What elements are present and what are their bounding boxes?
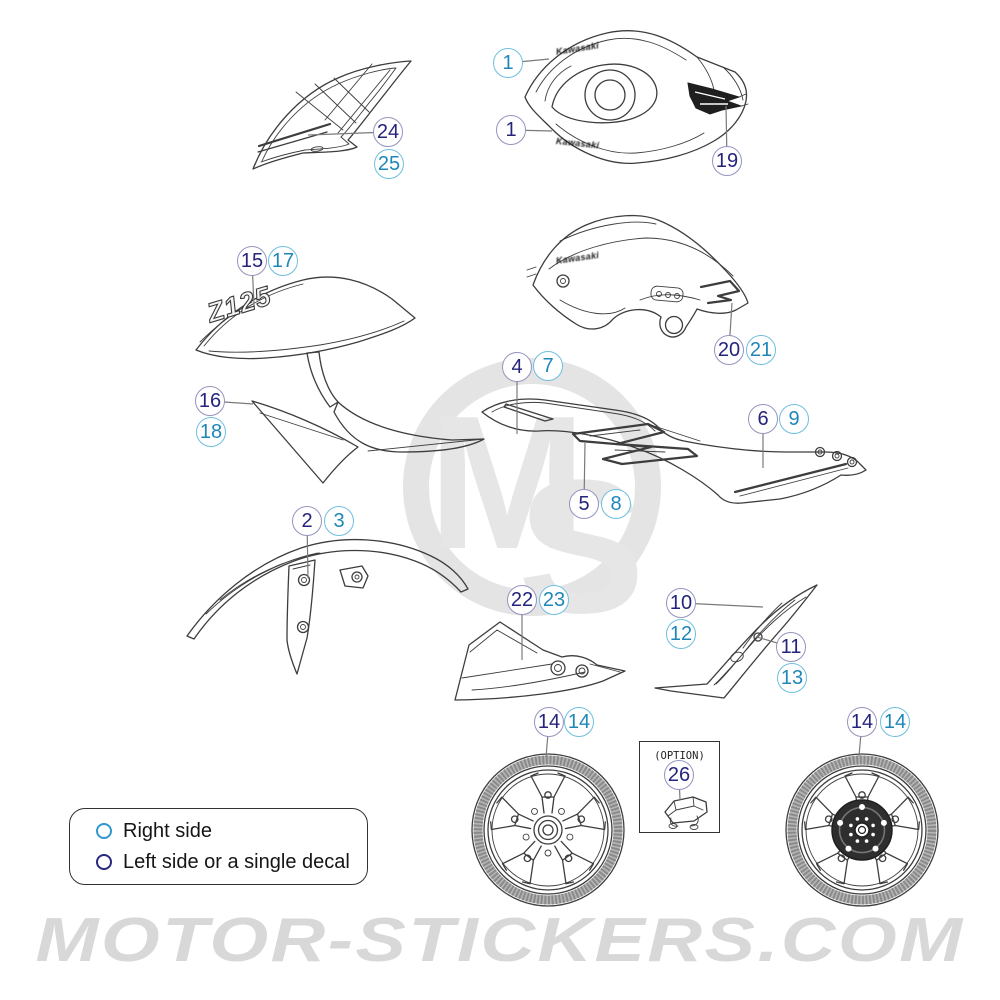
front-wheel-drawing — [471, 753, 625, 907]
rear-wheel-drawing — [785, 753, 939, 907]
option-box: (OPTION) — [639, 741, 720, 833]
legend-row-left-side: Left side or a single decal — [96, 851, 367, 874]
right-side-ring-icon — [96, 823, 112, 839]
option-box-label: (OPTION) — [654, 750, 705, 762]
option-bracket-drawing — [664, 796, 708, 830]
svg-text:M: M — [428, 377, 586, 589]
tail-cover-drawing — [481, 398, 867, 504]
svg-text:S: S — [518, 441, 645, 653]
fuel-tank-drawing — [524, 30, 749, 164]
rear-side-panel-drawing — [654, 584, 818, 699]
left-side-ring-icon — [96, 854, 112, 870]
front-fender-drawing — [186, 538, 469, 675]
legend-box: Right side Left side or a single decal — [69, 808, 368, 885]
tank-cover-drawing — [526, 214, 749, 338]
legend-row-right-side: Right side — [96, 820, 367, 843]
belly-pan-drawing — [454, 621, 626, 701]
front-cowl-drawing — [252, 60, 412, 170]
legend-left-side-label: Left side or a single decal — [123, 850, 350, 873]
legend-right-side-label: Right side — [123, 819, 212, 842]
site-watermark: MOTOR-STICKERS.COM — [35, 906, 965, 975]
side-shroud-drawing — [195, 276, 485, 484]
